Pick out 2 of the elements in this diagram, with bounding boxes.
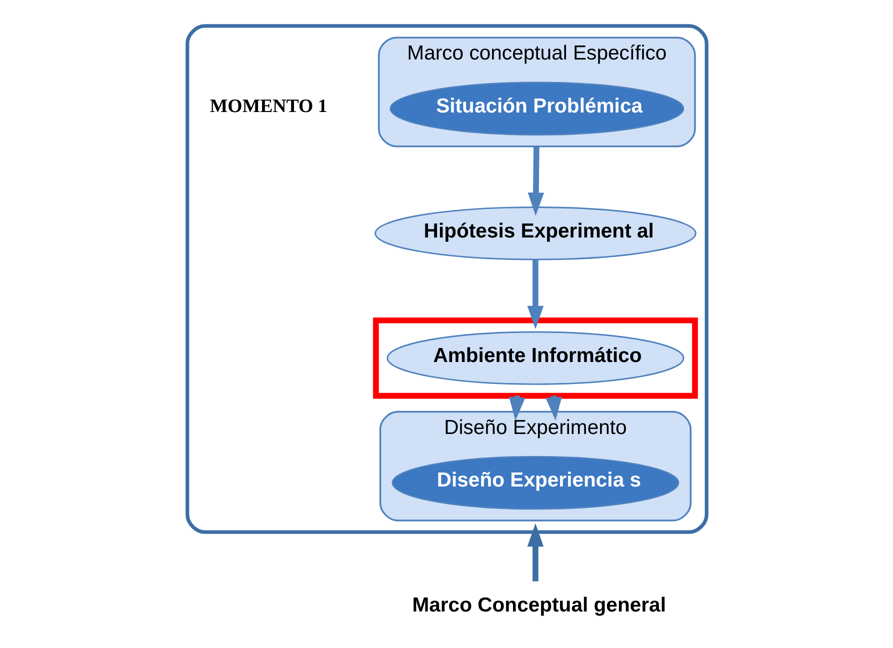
node-text: Marco Conceptual general: [412, 594, 666, 616]
label: MOMENTO 1: [209, 96, 327, 118]
